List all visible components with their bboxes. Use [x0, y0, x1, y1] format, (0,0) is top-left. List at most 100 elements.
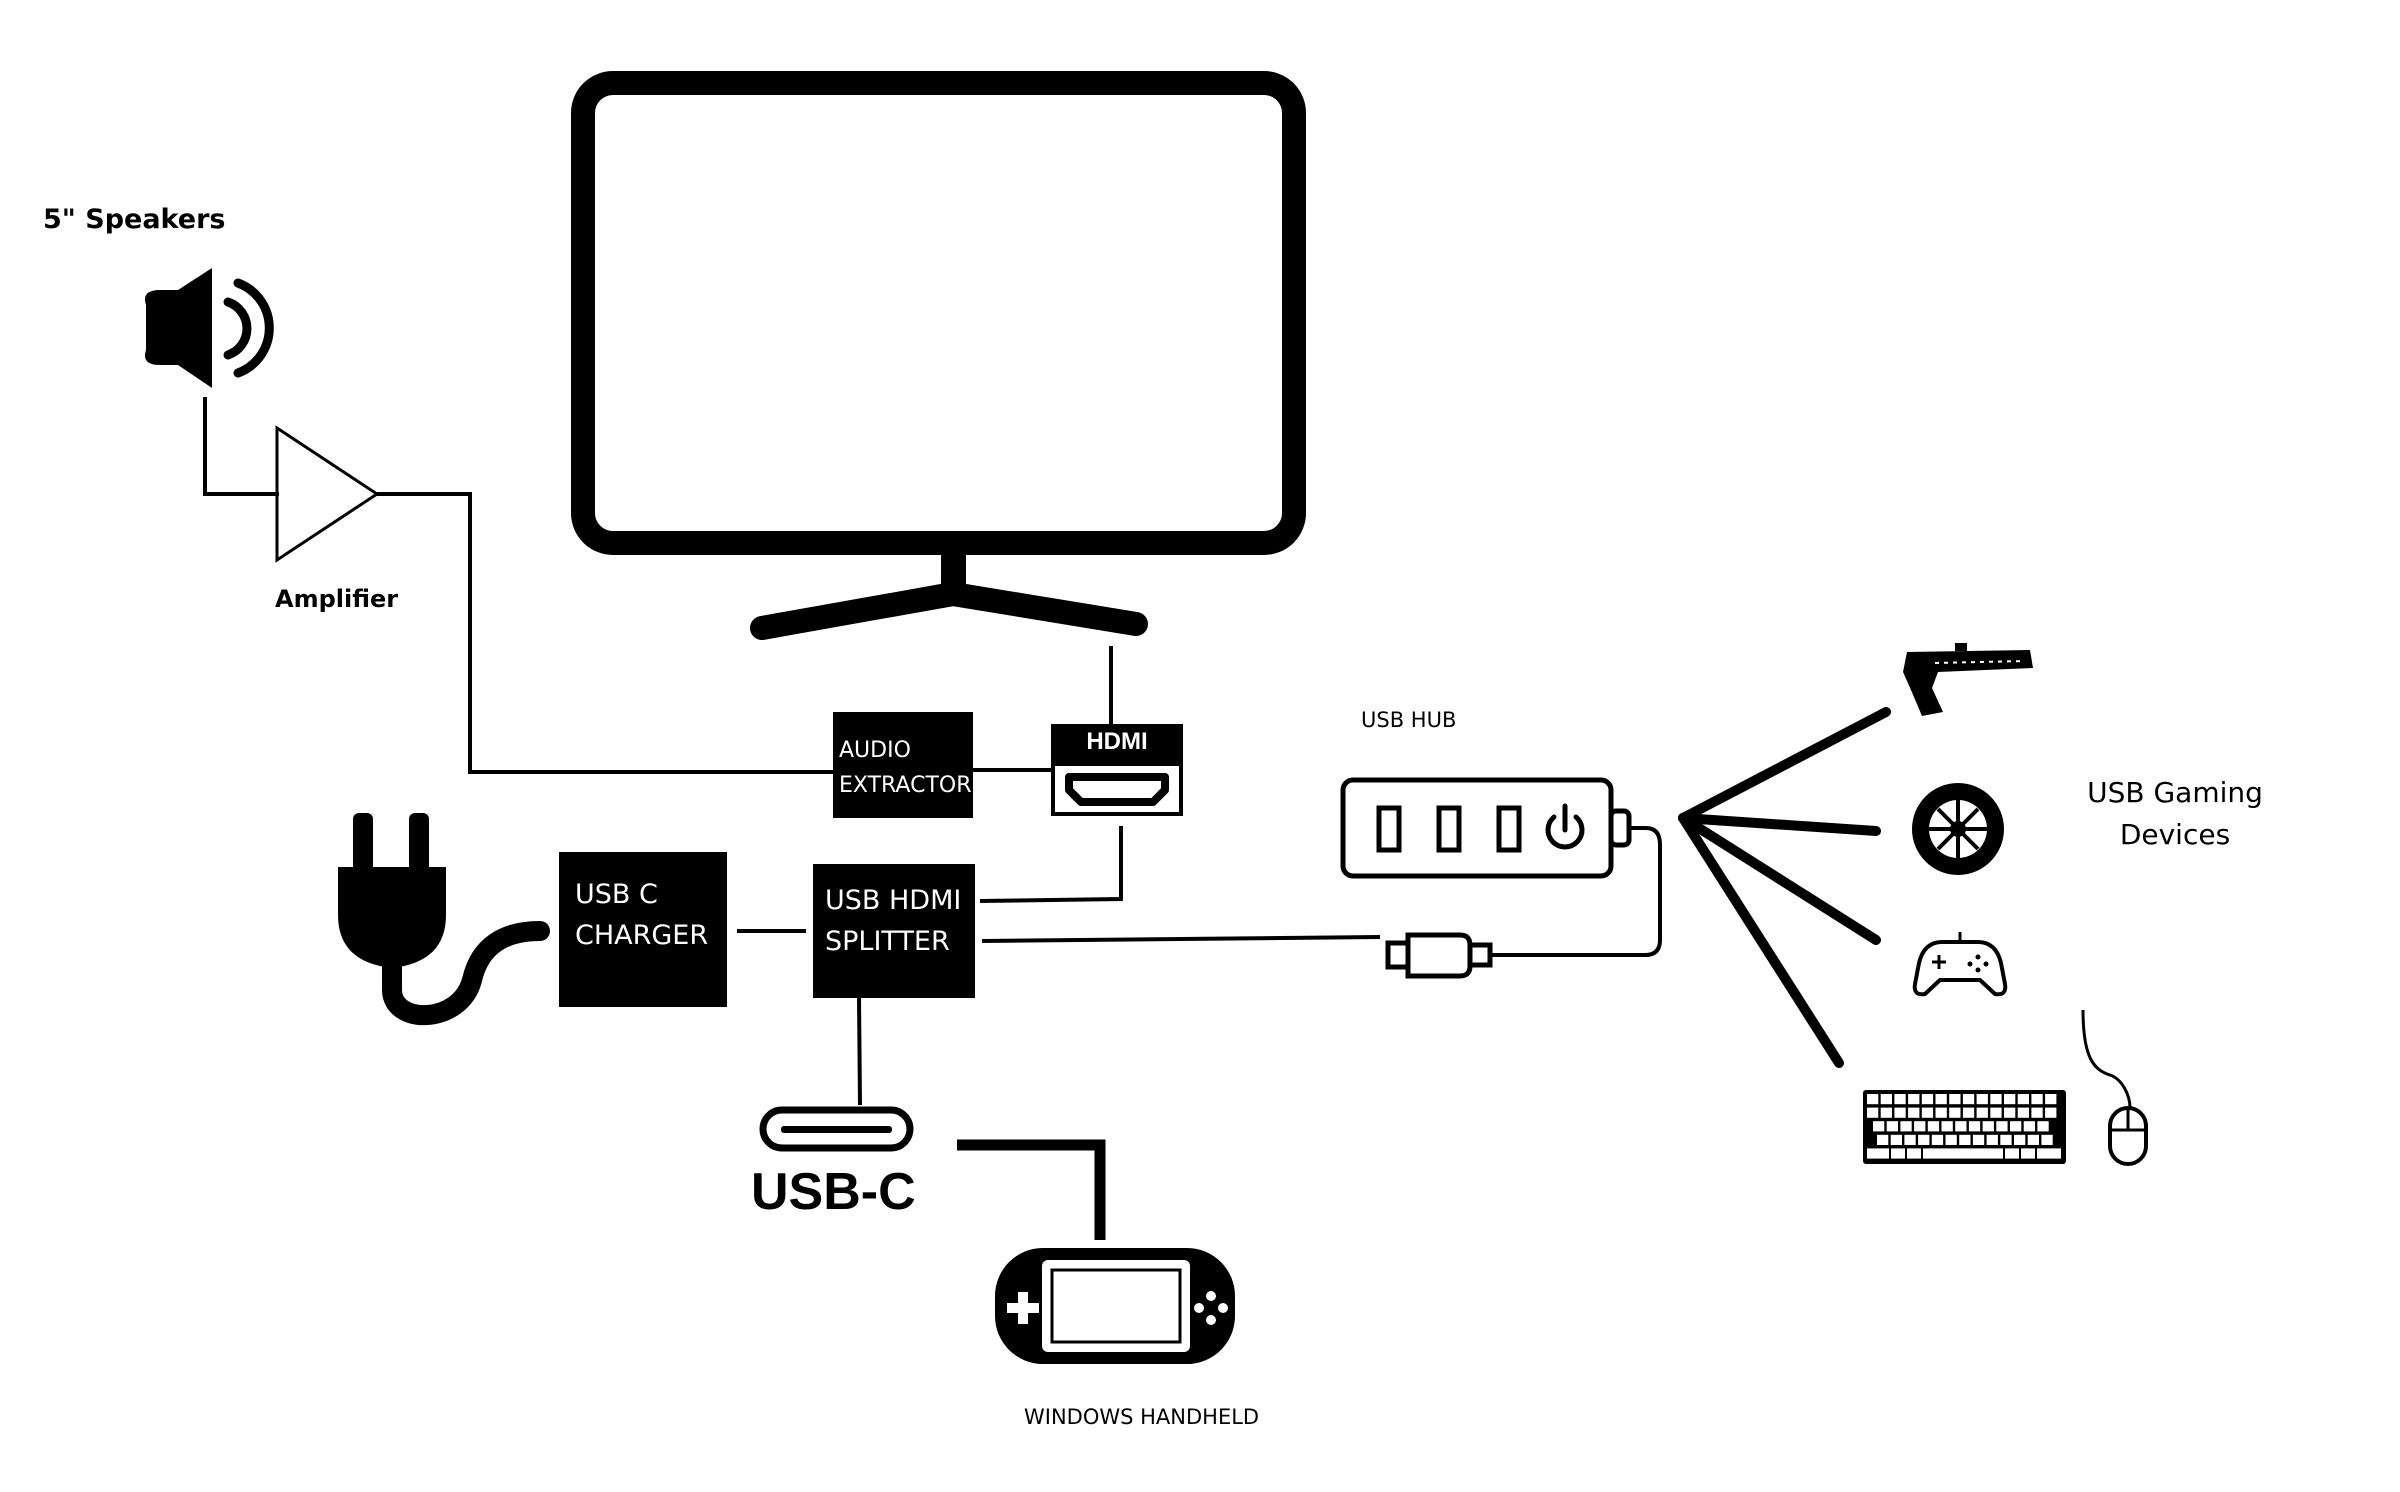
usb-c-port-icon [759, 1106, 914, 1152]
keyboard-key [1880, 1107, 1892, 1118]
keyboard-icon [1863, 1090, 2066, 1164]
keyboard-key [2010, 1121, 2022, 1132]
usb-c-charger-line-1: USB C [575, 879, 658, 910]
keyboard-key [1945, 1134, 1957, 1145]
keyboard-key [2031, 1094, 2043, 1105]
keyboard-key [1894, 1094, 1906, 1105]
keyboard-key [1873, 1121, 1885, 1132]
gamepad-icon [1912, 932, 2008, 997]
keyboard-key [1931, 1134, 1944, 1145]
keyboard-key [2005, 1148, 2019, 1159]
keyboard-key [1990, 1094, 2002, 1105]
keyboard-key [1890, 1134, 1902, 1145]
usb-c-charger-box: USB C CHARGER [559, 852, 727, 1007]
usb-hdmi-splitter-line-2: SPLITTER [825, 926, 950, 957]
keyboard-key [1962, 1107, 1975, 1118]
keyboard-key [2004, 1107, 2016, 1118]
usb-c-label: USB-C [751, 1163, 916, 1221]
usb-gaming-devices-label: USB Gaming Devices [2070, 772, 2280, 856]
audio-wires [203, 397, 1054, 774]
keyboard-key [1949, 1094, 1961, 1105]
usb-c-charger-line-2: CHARGER [575, 920, 709, 951]
power-plug-icon [338, 813, 550, 1026]
keyboard-key [2045, 1094, 2057, 1105]
keyboard-key [1907, 1148, 1921, 1159]
keyboard-key [2037, 1121, 2049, 1132]
keyboard-key [1877, 1134, 1889, 1145]
light-gun-icon [1903, 643, 2033, 716]
keyboard-key [1918, 1134, 1930, 1145]
keyboard-key [1949, 1107, 1961, 1118]
hub-cable [1492, 826, 1662, 957]
keyboard-key [1886, 1121, 1898, 1132]
keyboard-key [2017, 1094, 2029, 1105]
hdmi-port-icon [1051, 646, 1183, 816]
keyboard-key [1914, 1121, 1926, 1132]
steering-wheel-icon [1912, 783, 2004, 875]
handheld-console-icon [995, 1248, 1235, 1364]
keyboard-key [1976, 1094, 1988, 1105]
keyboard-key [1955, 1121, 1967, 1132]
keyboard-key [1891, 1148, 1905, 1159]
amplifier-label: Amplifier [275, 585, 399, 613]
keyboard-key [2037, 1148, 2061, 1159]
keyboard-key [1976, 1107, 1988, 1118]
keyboard-key [2004, 1094, 2016, 1105]
device-fanout-lines [1678, 707, 1891, 1068]
keyboard-key [2041, 1134, 2053, 1145]
keyboard-key [1923, 1148, 2003, 1159]
keyboard-key [2014, 1134, 2026, 1145]
tv-monitor-icon [571, 71, 1306, 640]
keyboard-key [1880, 1094, 1892, 1105]
windows-handheld-label: WINDOWS HANDHELD [1024, 1405, 1260, 1429]
keyboard-key [1867, 1094, 1879, 1105]
keyboard-key [1935, 1094, 1947, 1105]
keyboard-key [2021, 1148, 2035, 1159]
keyboard-key [1996, 1121, 2008, 1132]
hdmi-label: HDMI [1086, 728, 1148, 755]
keyboard-key [1972, 1134, 1985, 1145]
keyboard-key [1990, 1107, 2002, 1118]
keyboard-key [1894, 1107, 1906, 1118]
keyboard-key [1962, 1094, 1975, 1105]
keyboard-key [2027, 1134, 2039, 1145]
audio-extractor-line-1: AUDIO [839, 738, 911, 763]
keyboard-key [1959, 1134, 1971, 1145]
handheld-wire [957, 1139, 1106, 1240]
mouse-icon [2081, 1009, 2148, 1166]
keyboard-key [1982, 1121, 1994, 1132]
keyboard-key [1927, 1121, 1940, 1132]
keyboard-key [2023, 1121, 2035, 1132]
amplifier-icon [275, 425, 380, 563]
keyboard-key [1935, 1107, 1947, 1118]
audio-extractor-line-2: EXTRACTOR [839, 773, 972, 798]
keyboard-key [1908, 1107, 1920, 1118]
keyboard-key [1867, 1148, 1889, 1159]
keyboard-key [1921, 1094, 1934, 1105]
keyboard-key [1904, 1134, 1916, 1145]
keyboard-key [1941, 1121, 1953, 1132]
keyboard-key [1921, 1107, 1934, 1118]
usb-gaming-line-2: Devices [2119, 818, 2231, 851]
keyboard-key [2031, 1107, 2043, 1118]
keyboard-key [1986, 1134, 1998, 1145]
speaker-icon [144, 268, 274, 388]
speakers-label: 5" Speakers [43, 204, 226, 235]
usb-hub-label: USB HUB [1361, 708, 1457, 732]
usb-hdmi-splitter-line-1: USB HDMI [825, 885, 962, 916]
keyboard-key [2045, 1107, 2057, 1118]
keyboard-key [1867, 1107, 1879, 1118]
keyboard-key [1900, 1121, 1912, 1132]
keyboard-key [1968, 1121, 1981, 1132]
keyboard-key [2017, 1107, 2029, 1118]
keyboard-key [2000, 1134, 2012, 1145]
usb-connector-icon [1385, 932, 1493, 979]
keyboard-key [1908, 1094, 1920, 1105]
usb-gaming-line-1: USB Gaming [2087, 776, 2263, 809]
usb-hub-icon [1340, 777, 1632, 879]
splitter-wires [737, 826, 1381, 1106]
usb-hdmi-splitter-box: USB HDMI SPLITTER [813, 864, 975, 998]
audio-extractor-box: AUDIO EXTRACTOR [833, 712, 973, 818]
